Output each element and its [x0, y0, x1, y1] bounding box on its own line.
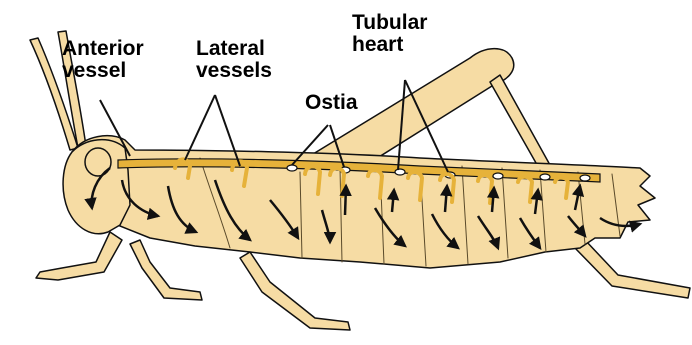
label-tubular-heart: Tubular heart	[352, 12, 427, 56]
ostium	[287, 165, 297, 171]
label-tubular-heart-line2: heart	[352, 34, 427, 56]
front-leg	[130, 240, 202, 300]
label-anterior-vessel-line1: Anterior	[62, 38, 144, 60]
label-lateral-vessels-line2: vessels	[196, 60, 272, 82]
front-leg	[36, 232, 122, 280]
label-anterior-vessel-line2: vessel	[62, 60, 144, 82]
label-lateral-vessels-line1: Lateral	[196, 38, 272, 60]
ostium	[580, 175, 590, 181]
middle-leg	[240, 252, 350, 330]
ostium	[540, 174, 550, 180]
ostium	[395, 169, 405, 175]
label-lateral-vessels: Lateral vessels	[196, 38, 272, 82]
ostium	[493, 173, 503, 179]
body-outline	[70, 136, 655, 268]
label-tubular-heart-line1: Tubular	[352, 12, 427, 34]
label-anterior-vessel: Anterior vessel	[62, 38, 144, 82]
label-ostia: Ostia	[305, 92, 358, 114]
